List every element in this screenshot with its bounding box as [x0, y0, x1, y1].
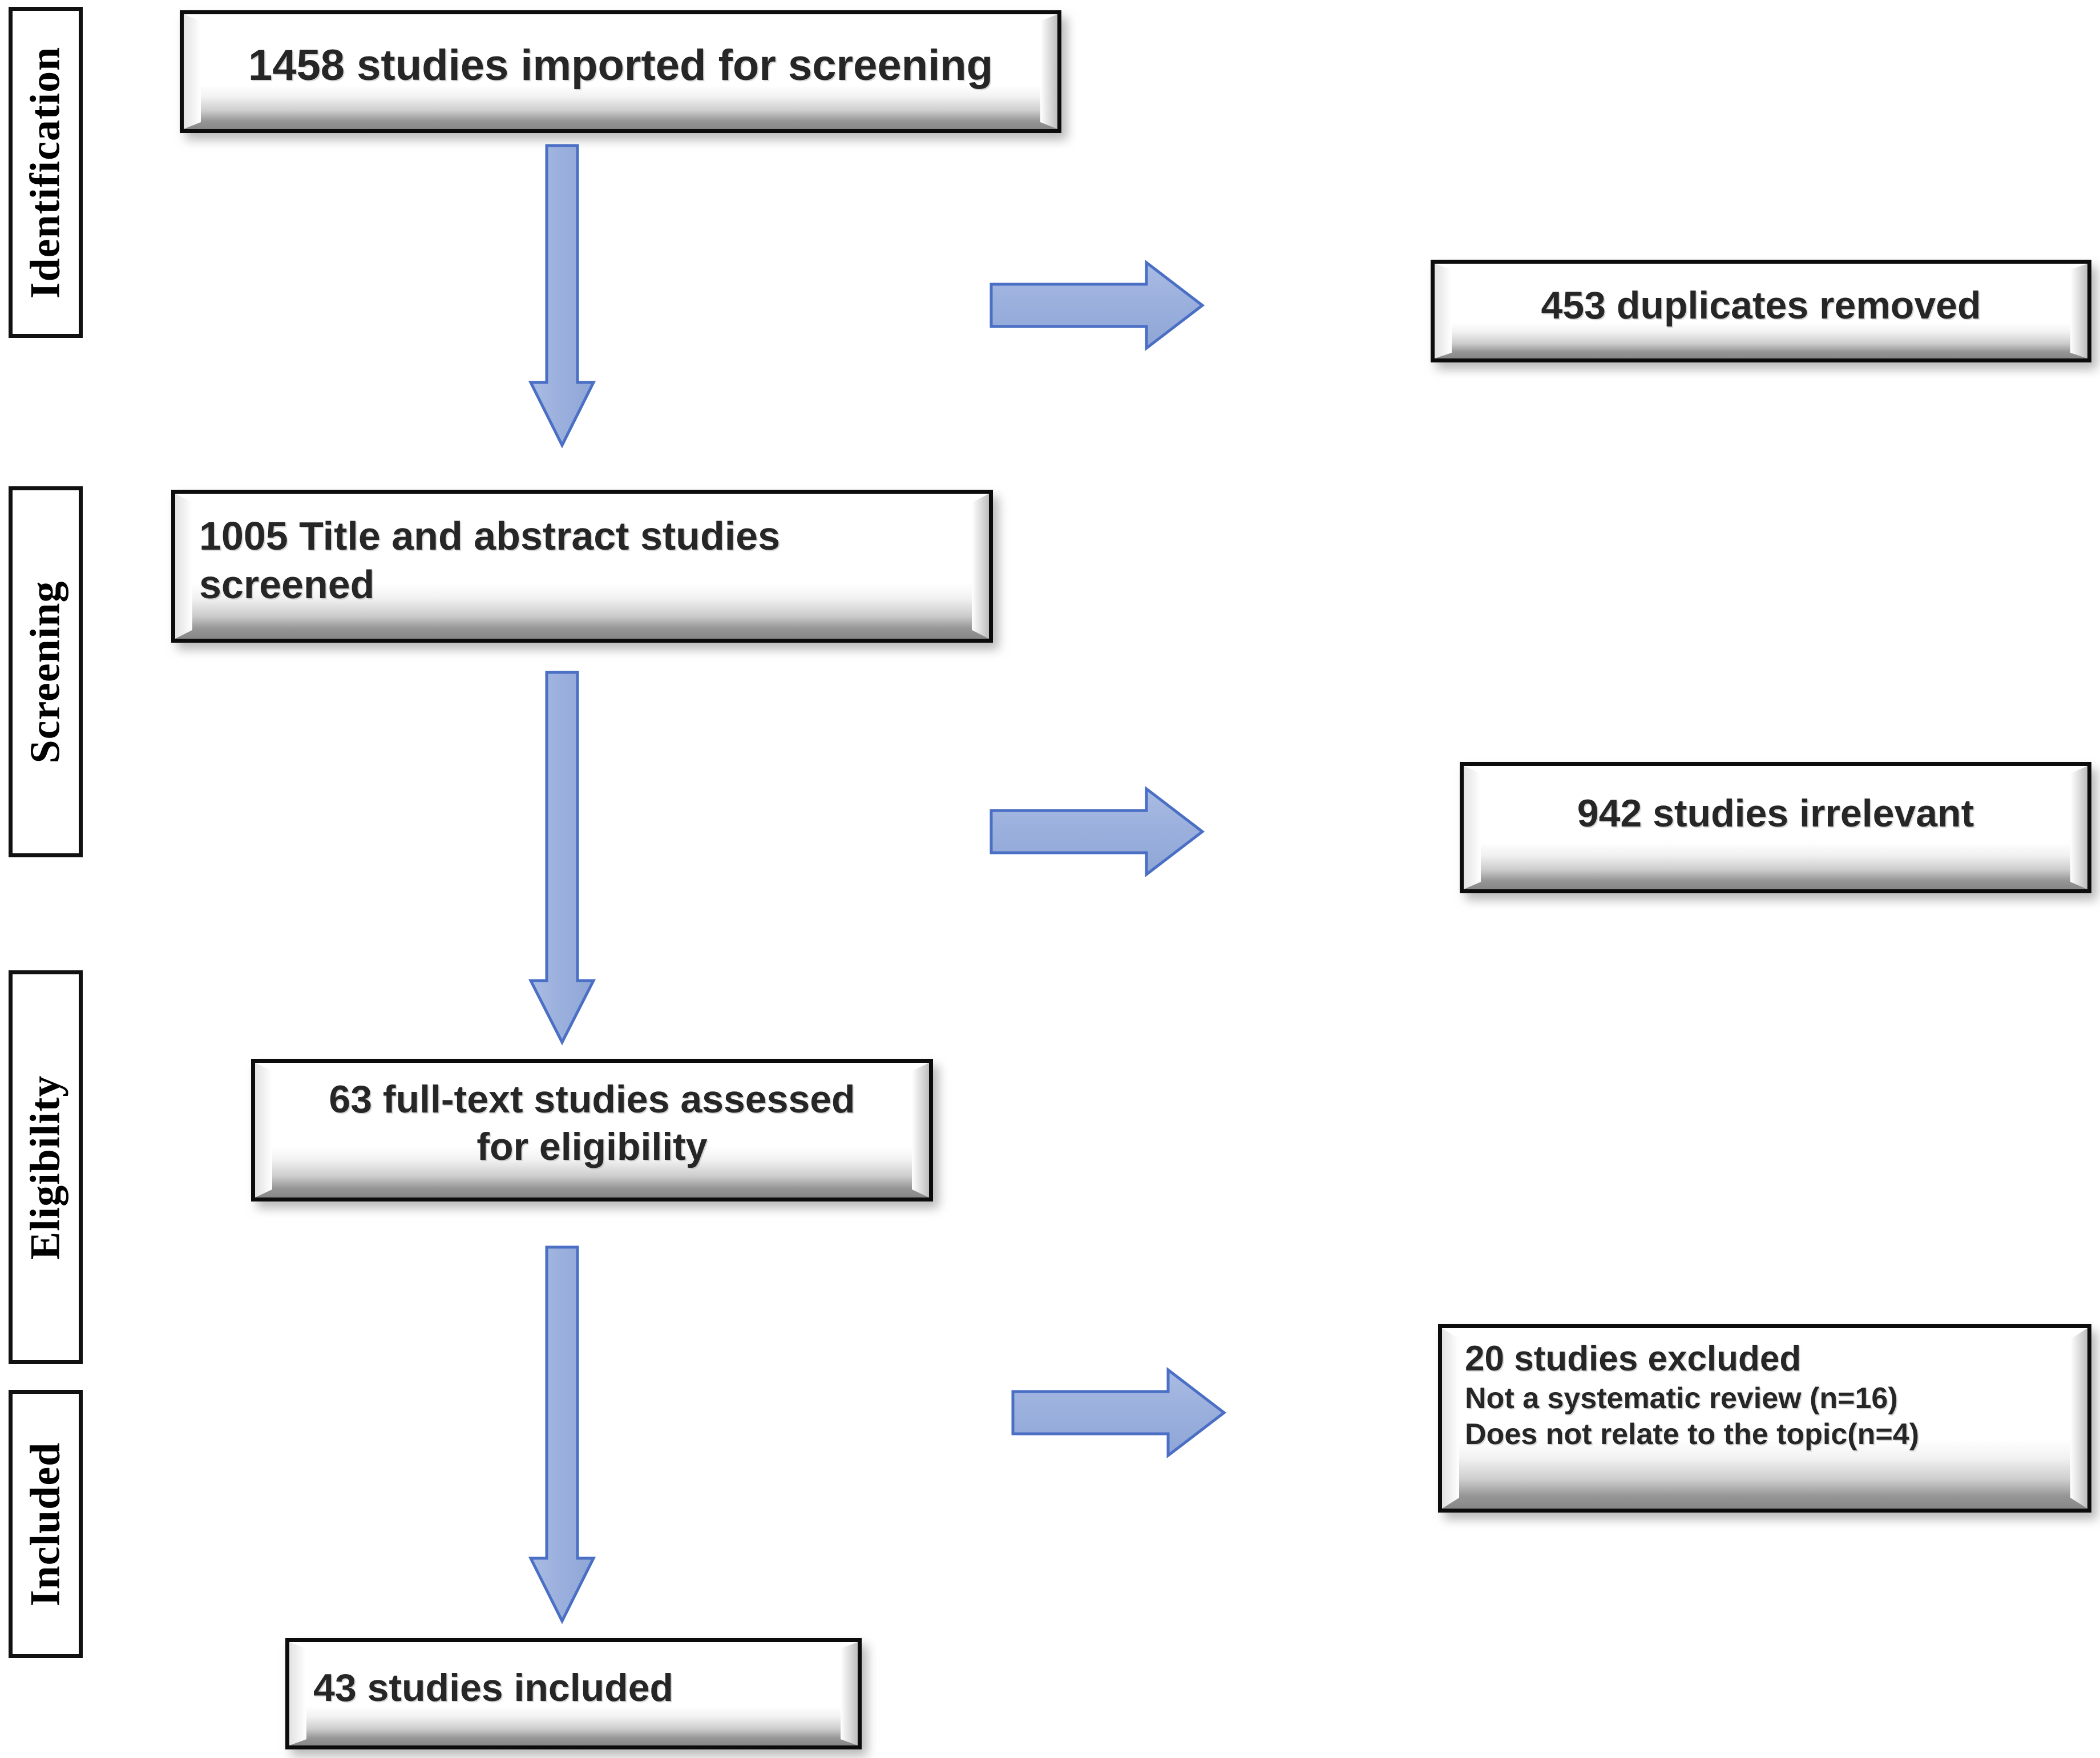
arrow-imported-to-duplicates — [990, 259, 1205, 352]
box-studies-excluded-heading: 20 studies excluded — [1465, 1339, 1802, 1378]
stage-label-identification-text: Identification — [22, 46, 69, 299]
box-studies-excluded: 20 studies excluded Not a systematic rev… — [1438, 1324, 2091, 1513]
box-title-abstract-screened: 1005 Title and abstract studies screened — [171, 490, 993, 643]
arrow-fulltext-to-included — [528, 1245, 596, 1624]
down-arrow-icon — [528, 671, 596, 1046]
box-title-abstract-screened-line2: screened — [199, 562, 375, 607]
box-fulltext-assessed-line2: for eligibility — [476, 1125, 708, 1168]
stage-label-eligibility-text: Eligibility — [22, 1075, 69, 1260]
stage-label-eligibility: Eligibility — [9, 970, 83, 1364]
stage-label-included-text: Included — [22, 1442, 69, 1606]
box-studies-irrelevant-text: 942 studies irrelevant — [1577, 791, 1974, 835]
box-duplicates-removed: 453 duplicates removed — [1431, 260, 2091, 362]
box-duplicates-removed-text: 453 duplicates removed — [1541, 283, 1981, 327]
stage-label-screening: Screening — [9, 486, 83, 857]
down-arrow-icon — [528, 144, 596, 449]
arrow-screened-to-fulltext — [528, 671, 596, 1046]
box-studies-imported: 1458 studies imported for screening — [180, 10, 1061, 133]
right-arrow-icon — [1011, 1366, 1227, 1459]
right-arrow-icon — [990, 259, 1205, 352]
arrow-imported-to-screened — [528, 144, 596, 449]
box-title-abstract-screened-line1: 1005 Title and abstract studies — [199, 513, 781, 558]
stage-label-screening-text: Screening — [22, 580, 69, 764]
box-studies-excluded-reason-1: Not a systematic review (n=16) — [1465, 1381, 1898, 1415]
box-studies-irrelevant: 942 studies irrelevant — [1460, 762, 2091, 893]
box-studies-included-text: 43 studies included — [313, 1666, 674, 1710]
arrow-screened-to-irrelevant — [990, 785, 1205, 878]
right-arrow-icon — [990, 785, 1205, 878]
box-studies-excluded-reason-2: Does not relate to the topic(n=4) — [1465, 1418, 1919, 1451]
box-studies-included: 43 studies included — [285, 1638, 862, 1749]
arrow-fulltext-to-excluded — [1011, 1366, 1227, 1459]
box-fulltext-assessed-line1: 63 full-text studies assessed — [329, 1078, 855, 1122]
stage-label-included: Included — [9, 1390, 83, 1658]
stage-label-identification: Identification — [9, 7, 83, 338]
box-studies-imported-text: 1458 studies imported for screening — [248, 41, 994, 90]
down-arrow-icon — [528, 1245, 596, 1624]
box-fulltext-assessed: 63 full-text studies assessed for eligib… — [251, 1059, 933, 1201]
